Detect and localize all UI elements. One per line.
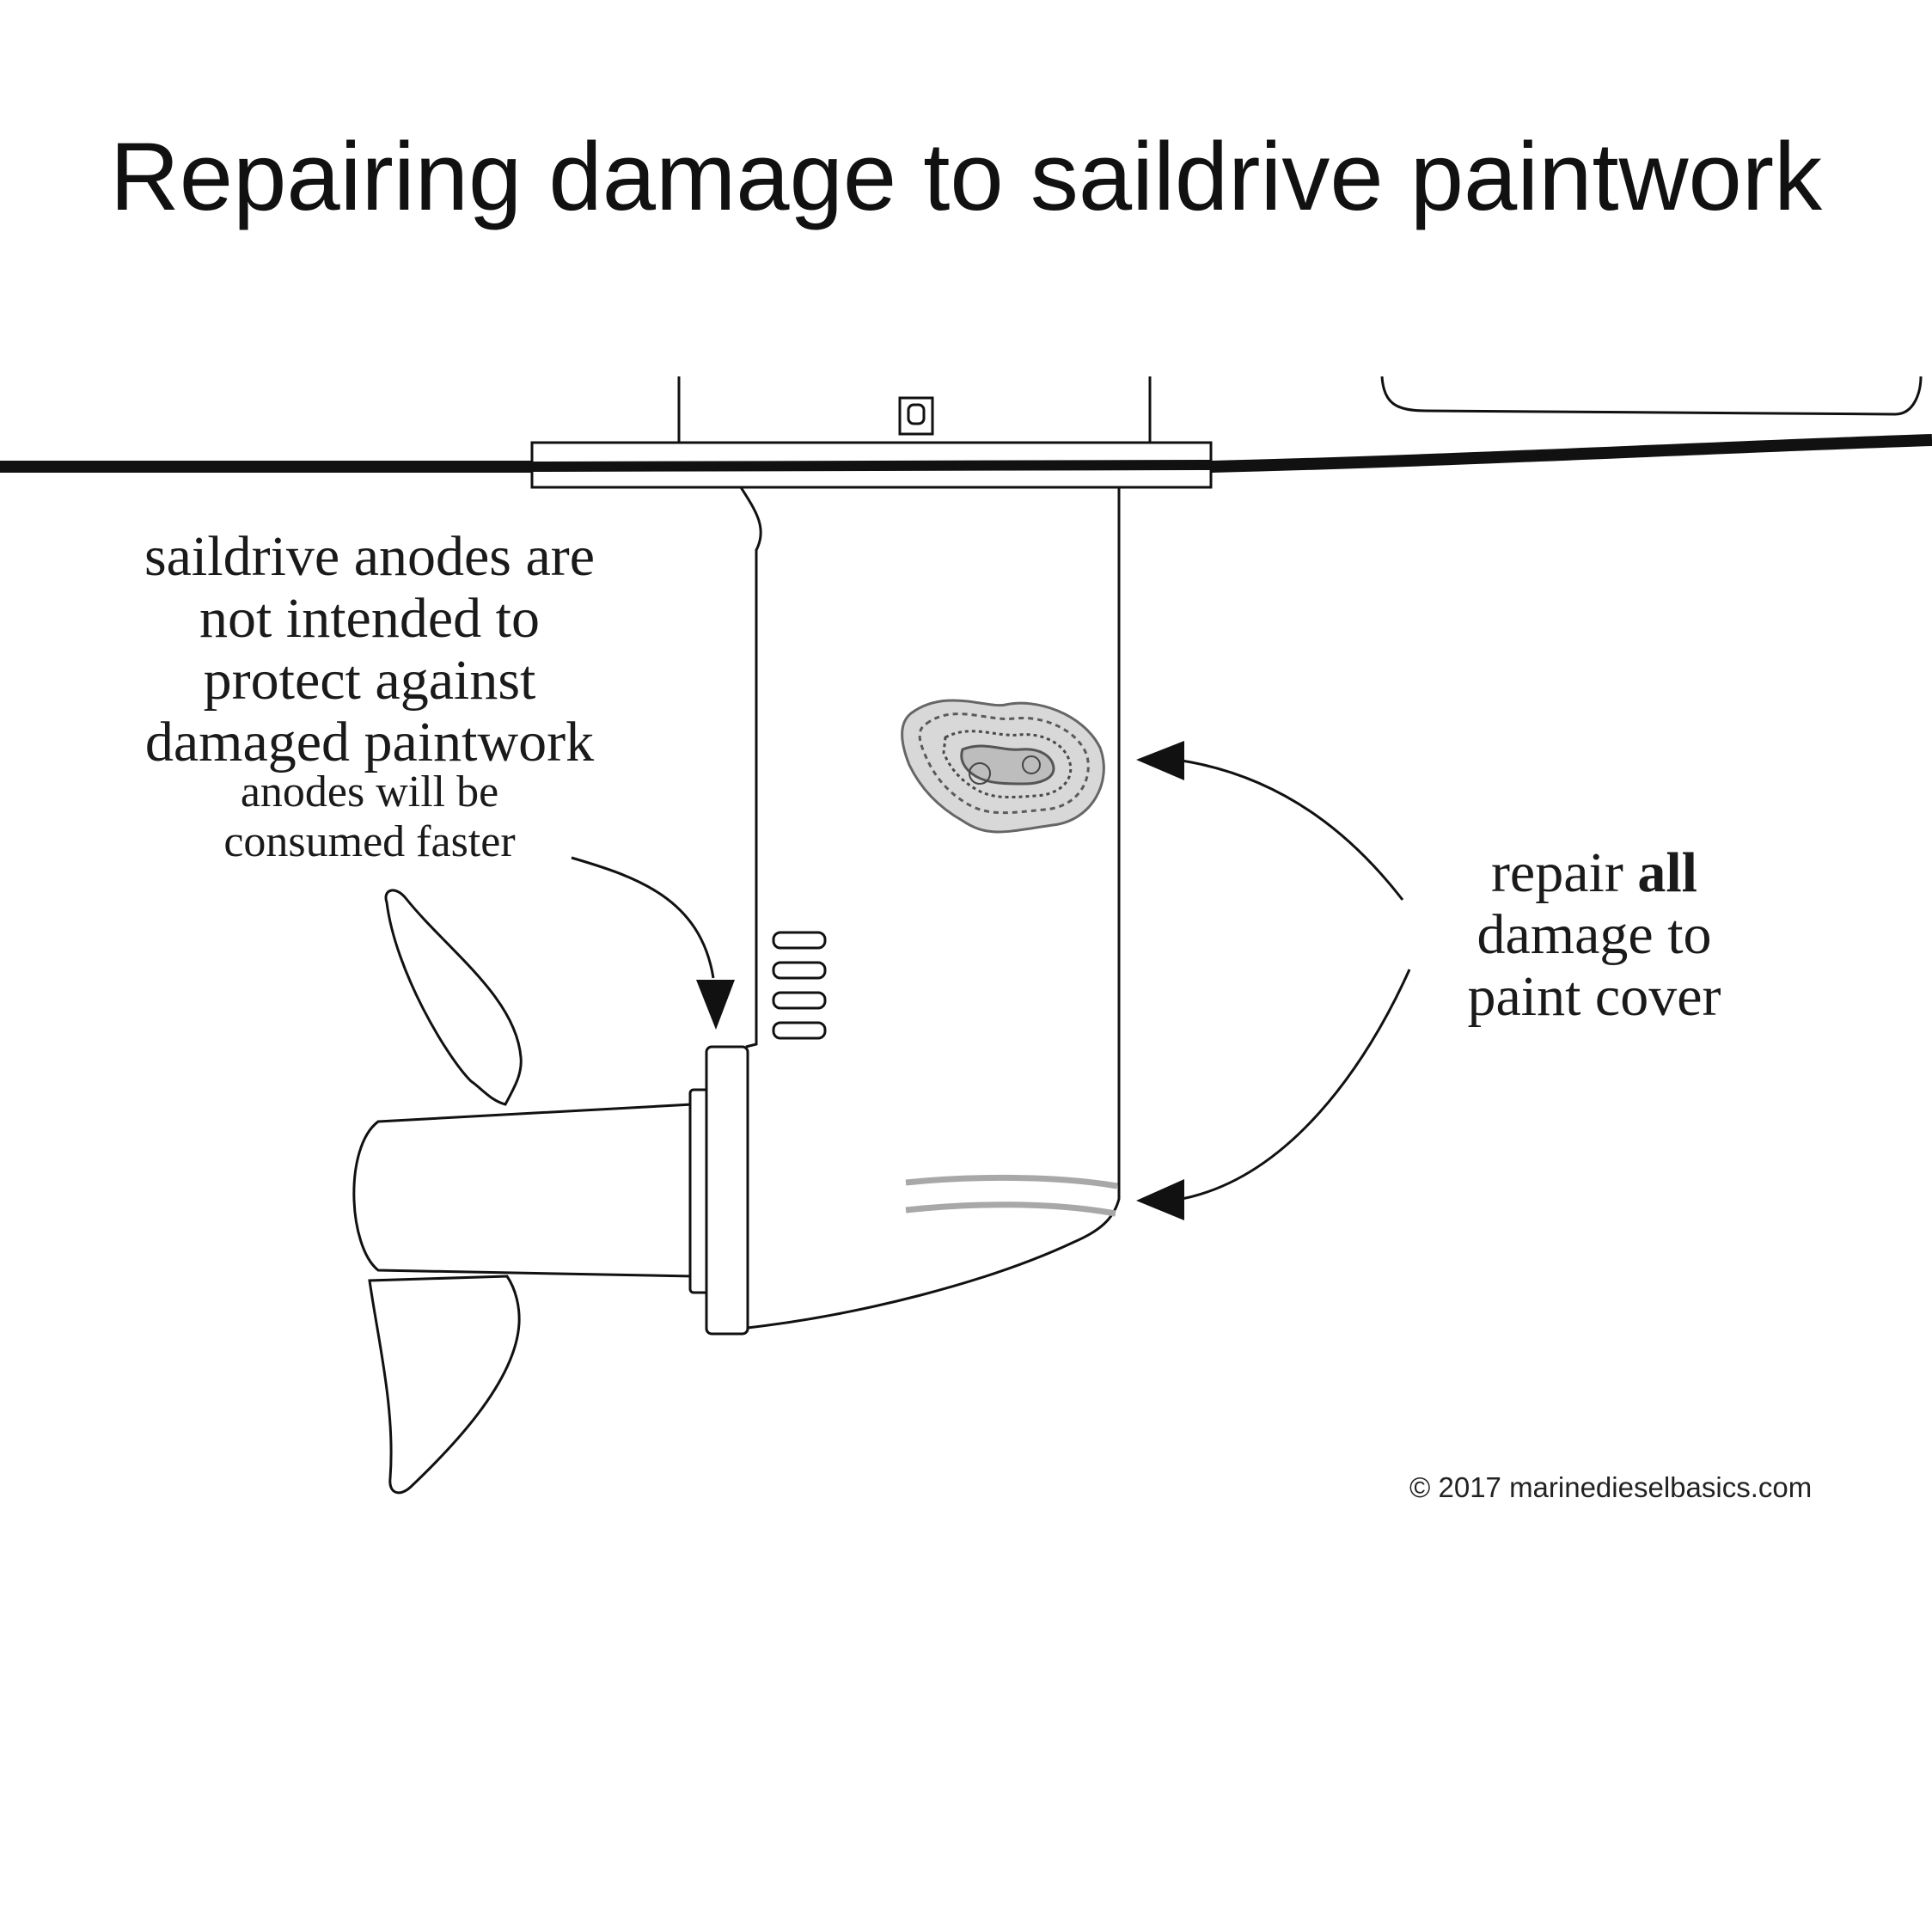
anode-warning-note: saildrive anodes are not intended to pro…	[52, 526, 688, 773]
saildrive-leg	[739, 486, 1121, 1330]
anode-arrow	[571, 856, 715, 979]
anode-warning-line-2: not intended to	[199, 587, 540, 650]
anode-warning-line-1: saildrive anodes are	[144, 525, 596, 588]
flange-waterline-overlay	[531, 460, 1212, 472]
diagram-title: Repairing damage to saildrive paintwork	[109, 123, 1823, 230]
shaft-housing	[705, 1045, 749, 1336]
hull-fairing-outline	[1380, 376, 1923, 416]
leg-outline	[739, 486, 1121, 1330]
paint-scratch-upper	[905, 1174, 1118, 1189]
dipstick-bracket	[898, 396, 934, 436]
mounting-flange	[530, 376, 1213, 489]
repair-instruction-line-2: damage to	[1477, 903, 1712, 966]
hull	[0, 376, 1932, 473]
anode-warning-line-4: damaged paintwork	[144, 711, 595, 773]
damage-arrow-upper	[1181, 759, 1404, 901]
repair-instruction-line-1: repair all	[1392, 842, 1796, 904]
repair-instruction-prefix: repair	[1490, 841, 1638, 904]
waterline	[0, 434, 1932, 473]
repair-instruction-line-3: paint cover	[1467, 965, 1721, 1028]
damage-arrow-lower	[1181, 969, 1411, 1201]
anode-consumption-line-2: consumed faster	[223, 817, 516, 866]
anode-arrow-head	[696, 980, 735, 1030]
propeller	[352, 889, 749, 1495]
anode-warning-line-3: protect against	[203, 649, 536, 712]
anode-consumption-line-1: anodes will be	[240, 767, 499, 816]
damage-arrow-lower-head	[1136, 1179, 1184, 1220]
anode	[772, 931, 827, 1040]
repair-instruction-emphasis: all	[1637, 841, 1698, 904]
propeller-hub	[352, 1103, 694, 1278]
copyright-notice: © 2017 marinedieselbasics.com	[1409, 1471, 1813, 1503]
propeller-blade-upper	[384, 889, 523, 1106]
anode-consumption-note: anodes will be consumed faster	[138, 767, 602, 867]
paint-scratch-lower	[905, 1201, 1116, 1217]
propeller-blade-lower	[368, 1275, 521, 1495]
dipstick-hole	[907, 403, 926, 425]
damage-arrow-upper-head	[1136, 741, 1184, 780]
damaged-paint-patch	[901, 699, 1105, 834]
repair-instruction-note: repair all damage to paint cover	[1392, 842, 1796, 1028]
